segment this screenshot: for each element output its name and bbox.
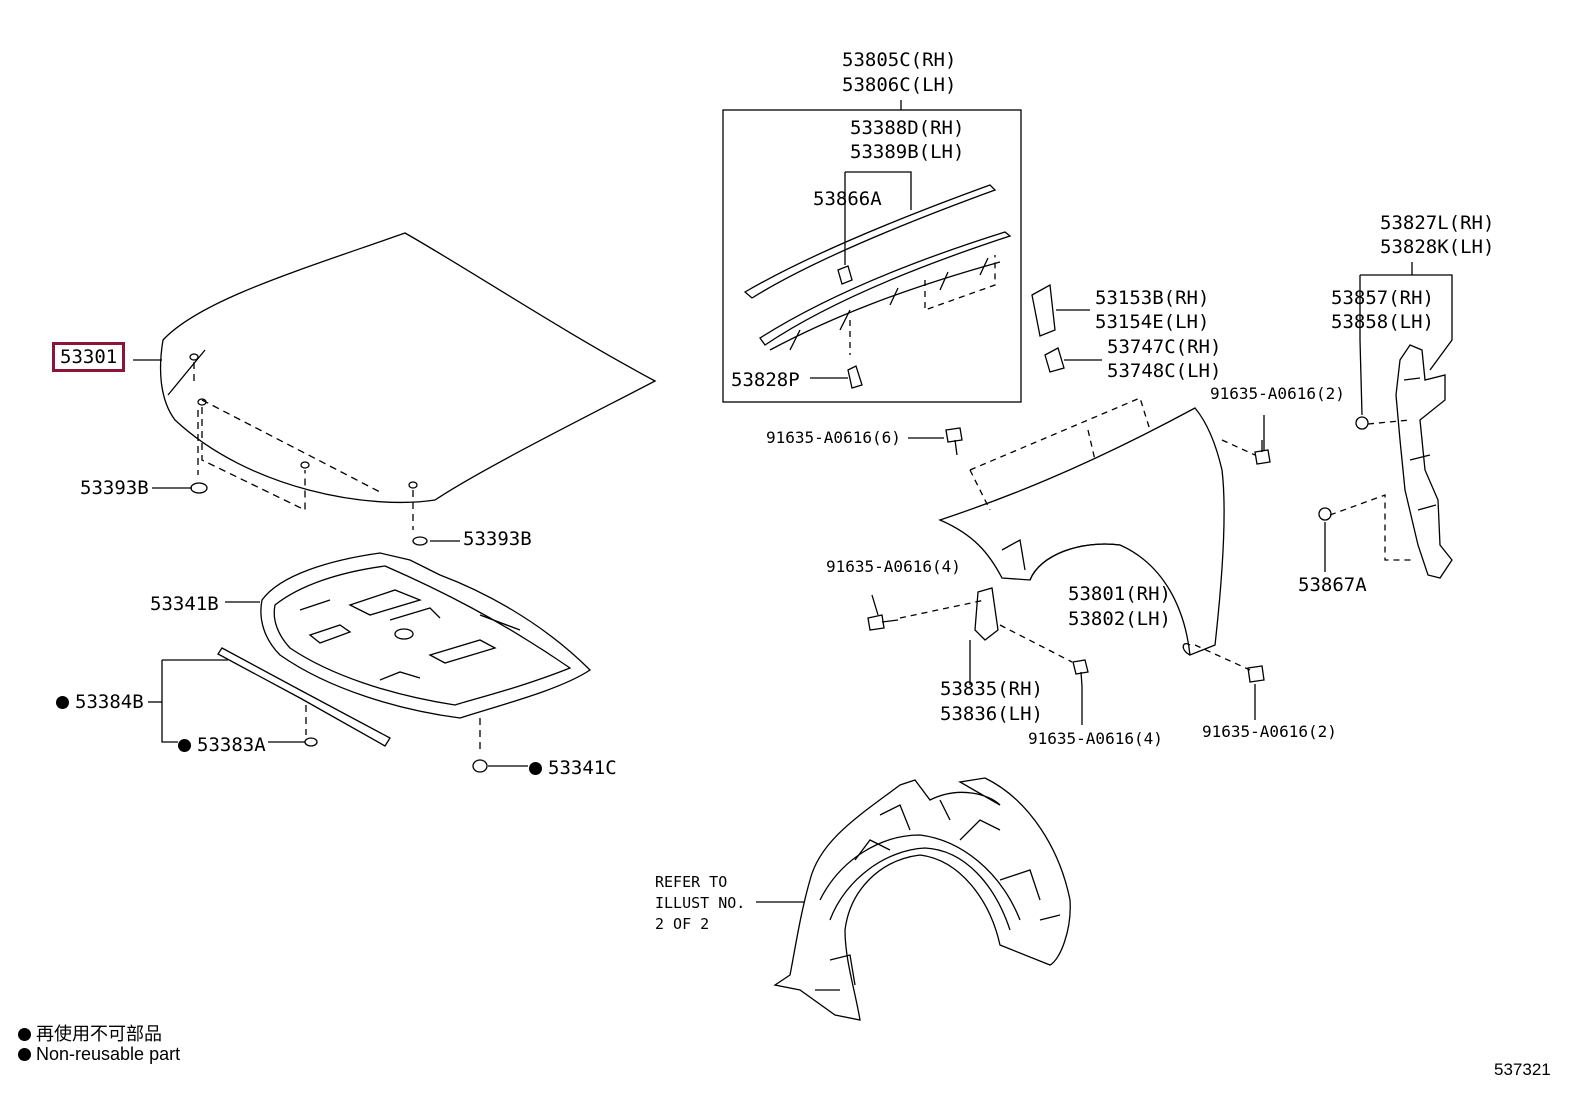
part-label-bolt-4-bottom[interactable]: 91635-A0616(4) bbox=[1028, 729, 1163, 748]
part-label-53827L[interactable]: 53827L(RH) bbox=[1380, 212, 1495, 234]
part-label-53393B-2[interactable]: 53393B bbox=[463, 528, 532, 550]
non-reusable-dot-icon bbox=[56, 696, 69, 709]
part-label-bolt-6[interactable]: 91635-A0616(6) bbox=[766, 428, 901, 447]
part-label-bolt-2-bottom[interactable]: 91635-A0616(2) bbox=[1202, 722, 1337, 741]
part-label-53836[interactable]: 53836(LH) bbox=[940, 703, 1043, 725]
fender-liner bbox=[773, 777, 1071, 1021]
part-label-53802[interactable]: 53802(LH) bbox=[1068, 608, 1171, 630]
non-reusable-dot-icon bbox=[18, 1028, 31, 1041]
part-label-53383A[interactable]: 53383A bbox=[178, 733, 266, 757]
legend-en: Non-reusable part bbox=[18, 1044, 180, 1065]
part-label-53801[interactable]: 53801(RH) bbox=[1068, 583, 1171, 605]
hood-dash-leaders bbox=[193, 362, 481, 750]
molding-group-box bbox=[722, 109, 1022, 403]
legend-jp: 再使用不可部品 bbox=[18, 1020, 162, 1046]
non-reusable-dot-icon bbox=[18, 1048, 31, 1061]
part-number-text: 53384B bbox=[75, 691, 144, 713]
part-label-53835[interactable]: 53835(RH) bbox=[940, 678, 1043, 700]
part-label-53153B[interactable]: 53153B(RH) bbox=[1095, 287, 1210, 309]
part-label-53341C[interactable]: 53341C bbox=[529, 756, 617, 780]
fender-apron-seal bbox=[1395, 344, 1453, 579]
part-number-text: 53383A bbox=[197, 734, 266, 756]
part-label-bolt-4-left[interactable]: 91635-A0616(4) bbox=[826, 557, 961, 576]
illustration-number: 537321 bbox=[1494, 1060, 1551, 1079]
non-reusable-dot-icon bbox=[529, 762, 542, 775]
part-label-53828P[interactable]: 53828P bbox=[731, 369, 800, 391]
refer-illustration-note: REFER TO ILLUST NO. 2 OF 2 bbox=[655, 873, 746, 933]
part-label-53857[interactable]: 53857(RH) bbox=[1331, 287, 1434, 309]
part-label-53389B[interactable]: 53389B(LH) bbox=[850, 141, 965, 163]
legend-jp-text: 再使用不可部品 bbox=[36, 1024, 162, 1044]
part-label-53828K[interactable]: 53828K(LH) bbox=[1380, 236, 1495, 258]
legend-en-text: Non-reusable part bbox=[36, 1044, 181, 1064]
part-label-53393B[interactable]: 53393B bbox=[80, 477, 149, 499]
hood-panel bbox=[159, 232, 657, 504]
part-label-53866A[interactable]: 53866A bbox=[813, 188, 882, 210]
non-reusable-dot-icon bbox=[178, 739, 191, 752]
part-number-text: 53341C bbox=[548, 757, 617, 779]
bolt-icons bbox=[867, 427, 1271, 687]
part-label-53301[interactable]: 53301 bbox=[52, 342, 126, 372]
hood-insulator bbox=[260, 552, 592, 719]
part-label-53748C[interactable]: 53748C(LH) bbox=[1107, 360, 1222, 382]
part-label-53858[interactable]: 53858(LH) bbox=[1331, 311, 1434, 333]
front-fender bbox=[938, 407, 1225, 656]
part-label-53805C[interactable]: 53805C(RH) bbox=[842, 49, 957, 71]
part-label-53388D[interactable]: 53388D(RH) bbox=[850, 117, 965, 139]
part-label-53154E[interactable]: 53154E(LH) bbox=[1095, 311, 1210, 333]
part-label-53806C[interactable]: 53806C(LH) bbox=[842, 74, 957, 96]
part-label-53867A[interactable]: 53867A bbox=[1298, 574, 1367, 596]
part-label-53384B[interactable]: 53384B bbox=[56, 690, 144, 714]
part-label-bolt-2-top[interactable]: 91635-A0616(2) bbox=[1210, 384, 1345, 403]
part-label-53341B[interactable]: 53341B bbox=[150, 593, 219, 615]
part-label-53747C[interactable]: 53747C(RH) bbox=[1107, 336, 1222, 358]
